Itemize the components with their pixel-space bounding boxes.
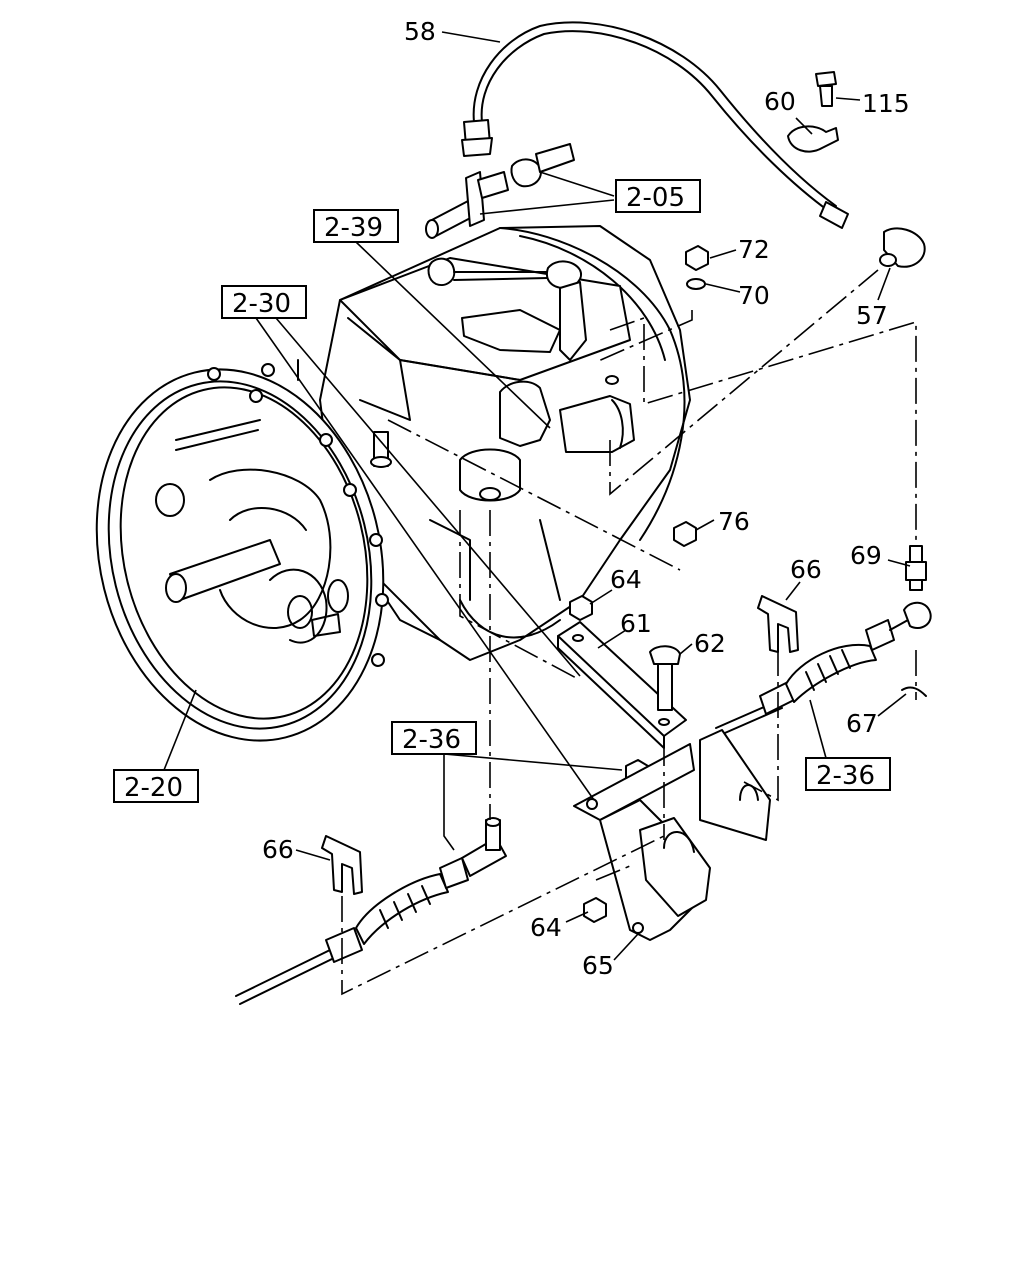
speedometer-cable — [461, 21, 926, 268]
reference-boxes: 2-05 2-39 2-30 2-20 2-36 2-36 — [113, 179, 891, 803]
lower-cable — [235, 817, 507, 1005]
clutch-housing — [95, 363, 389, 742]
callout-76: 76 — [718, 507, 750, 536]
reference-2-30-label: 2-30 — [232, 289, 291, 319]
clamp-and-bolt — [787, 71, 839, 153]
callout-62: 62 — [694, 629, 726, 658]
callout-66-lower: 66 — [262, 835, 294, 864]
reference-2-20-label: 2-20 — [124, 773, 183, 803]
callout-67: 67 — [846, 709, 878, 738]
callout-72: 72 — [738, 235, 770, 264]
callout-58: 58 — [404, 17, 436, 46]
callout-64-upper: 64 — [610, 565, 642, 594]
callout-66-upper: 66 — [790, 555, 822, 584]
retainer-clips — [321, 595, 799, 895]
transmission-housing — [297, 225, 691, 661]
callout-64-lower: 64 — [530, 913, 562, 942]
reference-2-36-right: 2-36 — [805, 757, 891, 791]
callout-69: 69 — [850, 541, 882, 570]
leader-lines — [163, 31, 911, 961]
callout-61: 61 — [620, 609, 652, 638]
reference-2-20: 2-20 — [113, 769, 199, 803]
callout-70: 70 — [738, 281, 770, 310]
callout-57: 57 — [856, 301, 888, 330]
callout-60: 60 — [764, 87, 796, 116]
reference-2-39-label: 2-39 — [324, 213, 383, 243]
reference-2-05-label: 2-05 — [626, 183, 685, 213]
callout-65: 65 — [582, 951, 614, 980]
bracket-65 — [573, 729, 771, 941]
reference-2-36-left-label: 2-36 — [402, 725, 461, 755]
bracket-61 — [557, 621, 687, 749]
callout-labels: 58 60 115 72 70 57 76 69 64 61 62 66 67 … — [262, 17, 910, 980]
reference-2-05: 2-05 — [615, 179, 701, 213]
callout-115: 115 — [862, 89, 910, 118]
center-lines — [341, 269, 917, 996]
upper-cable — [715, 601, 932, 737]
reference-2-39: 2-39 — [313, 209, 399, 243]
pin-and-clip — [901, 545, 927, 697]
reference-2-36-right-label: 2-36 — [816, 761, 875, 791]
tee-fitting — [425, 143, 575, 239]
reference-2-36-left: 2-36 — [391, 721, 477, 755]
reference-2-30: 2-30 — [221, 285, 307, 319]
